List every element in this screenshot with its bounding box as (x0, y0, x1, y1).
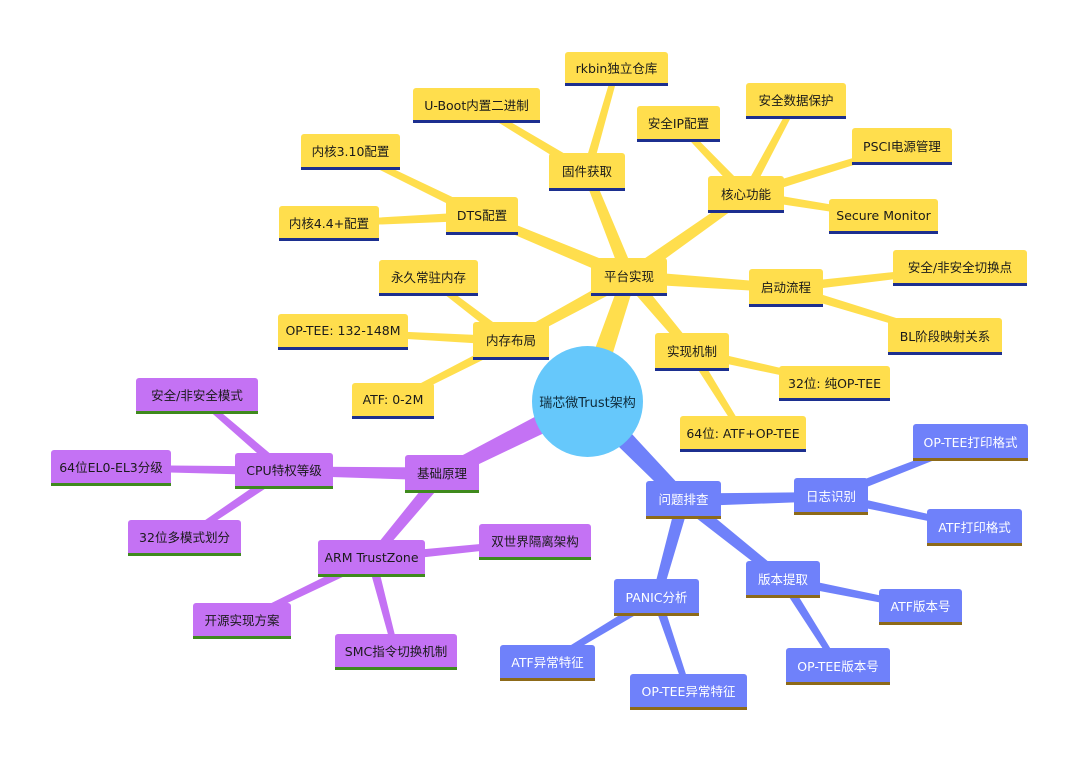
node-platform[interactable]: 平台实现 (591, 258, 667, 296)
node-secure-mode[interactable]: 安全/非安全模式 (136, 378, 258, 414)
node-el-levels[interactable]: 64位EL0-EL3分级 (51, 450, 171, 486)
node-version-extract[interactable]: 版本提取 (746, 561, 820, 598)
node-atf-memory[interactable]: ATF: 0-2M (352, 383, 434, 419)
node-arm-trustzone[interactable]: ARM TrustZone (318, 540, 425, 577)
node-secure-ip[interactable]: 安全IP配置 (637, 106, 720, 142)
node-kernel310[interactable]: 内核3.10配置 (301, 134, 400, 170)
node-32bit-optee[interactable]: 32位: 纯OP-TEE (779, 366, 890, 401)
node-permanent-memory[interactable]: 永久常驻内存 (379, 260, 478, 296)
node-log-identify[interactable]: 日志识别 (794, 478, 868, 515)
node-core-functions[interactable]: 核心功能 (708, 176, 784, 213)
node-boot-flow[interactable]: 启动流程 (749, 269, 823, 307)
node-memory[interactable]: 内存布局 (473, 322, 549, 360)
node-optee-print-format[interactable]: OP-TEE打印格式 (913, 424, 1028, 461)
node-optee-exception[interactable]: OP-TEE异常特征 (630, 674, 747, 710)
node-64bit-atf-optee[interactable]: 64位: ATF+OP-TEE (680, 416, 806, 452)
node-dts[interactable]: DTS配置 (446, 197, 518, 235)
node-secure-data[interactable]: 安全数据保护 (746, 83, 846, 119)
node-uboot[interactable]: U-Boot内置二进制 (413, 88, 540, 123)
node-atf-version[interactable]: ATF版本号 (879, 589, 962, 625)
node-bl-mapping[interactable]: BL阶段映射关系 (888, 318, 1002, 355)
root-label: 瑞芯微Trust架构 (539, 396, 636, 411)
node-psci[interactable]: PSCI电源管理 (852, 128, 952, 165)
node-cpu-privilege[interactable]: CPU特权等级 (235, 453, 333, 489)
root-node[interactable]: 瑞芯微Trust架构 (532, 346, 643, 457)
node-atf-print-format[interactable]: ATF打印格式 (927, 509, 1022, 546)
node-smc-switch[interactable]: SMC指令切换机制 (335, 634, 457, 670)
node-open-source[interactable]: 开源实现方案 (193, 603, 291, 639)
node-debug[interactable]: 问题排查 (646, 481, 721, 519)
node-firmware[interactable]: 固件获取 (549, 153, 625, 191)
node-panic-analysis[interactable]: PANIC分析 (614, 579, 699, 616)
node-atf-exception[interactable]: ATF异常特征 (500, 645, 595, 681)
node-32bit-modes[interactable]: 32位多模式划分 (128, 520, 241, 556)
node-optee-memory[interactable]: OP-TEE: 132-148M (278, 314, 408, 350)
node-switch-point[interactable]: 安全/非安全切换点 (893, 250, 1027, 286)
node-secure-monitor[interactable]: Secure Monitor (829, 199, 938, 234)
node-dual-world[interactable]: 双世界隔离架构 (479, 524, 591, 560)
node-basics[interactable]: 基础原理 (405, 455, 479, 493)
node-kernel44[interactable]: 内核4.4+配置 (279, 206, 379, 241)
node-rkbin[interactable]: rkbin独立仓库 (565, 52, 668, 86)
node-implementation[interactable]: 实现机制 (655, 333, 729, 371)
node-optee-version[interactable]: OP-TEE版本号 (786, 648, 890, 685)
